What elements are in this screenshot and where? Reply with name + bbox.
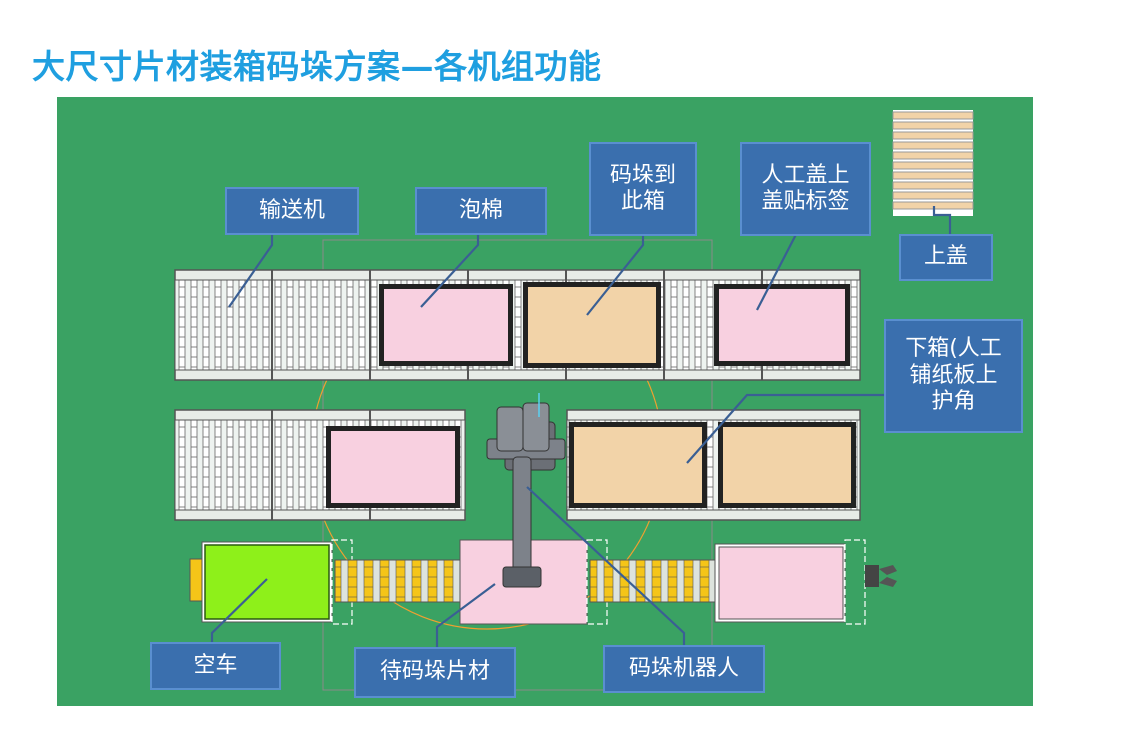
pink-sheet-top-2 — [719, 289, 845, 361]
cover-stack-shape — [892, 110, 974, 216]
pink-sheet-middle — [331, 431, 455, 503]
conveyor-row-top — [174, 269, 861, 381]
label-stack-here: 码垛到 此箱 — [589, 142, 697, 236]
tan-box-top — [528, 287, 656, 363]
tan-box-middle-1 — [574, 427, 702, 503]
conveyor-row-bottom — [189, 539, 897, 625]
conveyor-row-middle — [174, 409, 861, 521]
pink-sheet-bottom — [718, 546, 844, 620]
layout-diagram: 输送机 泡棉 码垛到 此箱 人工盖上 盖贴标签 上盖 下箱(人工 铺纸板上 护角… — [57, 97, 1033, 706]
label-conveyor: 输送机 — [225, 187, 359, 235]
label-robot: 码垛机器人 — [603, 645, 765, 693]
label-sheet-waiting: 待码垛片材 — [354, 647, 516, 698]
label-top-cover: 上盖 — [899, 234, 993, 281]
robot-arm-shape — [486, 393, 566, 588]
label-empty-cart: 空车 — [150, 642, 281, 690]
page-title: 大尺寸片材装箱码垛方案—各机组功能 — [32, 47, 602, 86]
tan-box-middle-2 — [723, 427, 851, 503]
label-lower-box: 下箱(人工 铺纸板上 护角 — [884, 319, 1023, 433]
label-foam: 泡棉 — [415, 187, 547, 235]
gripper-icon — [865, 565, 897, 587]
pink-sheet-top-1 — [384, 289, 508, 361]
empty-cart-shape — [204, 544, 330, 620]
top-line — [0, 0, 1134, 4]
label-manual-cover: 人工盖上 盖贴标签 — [740, 142, 871, 236]
leader-lines — [210, 204, 952, 647]
